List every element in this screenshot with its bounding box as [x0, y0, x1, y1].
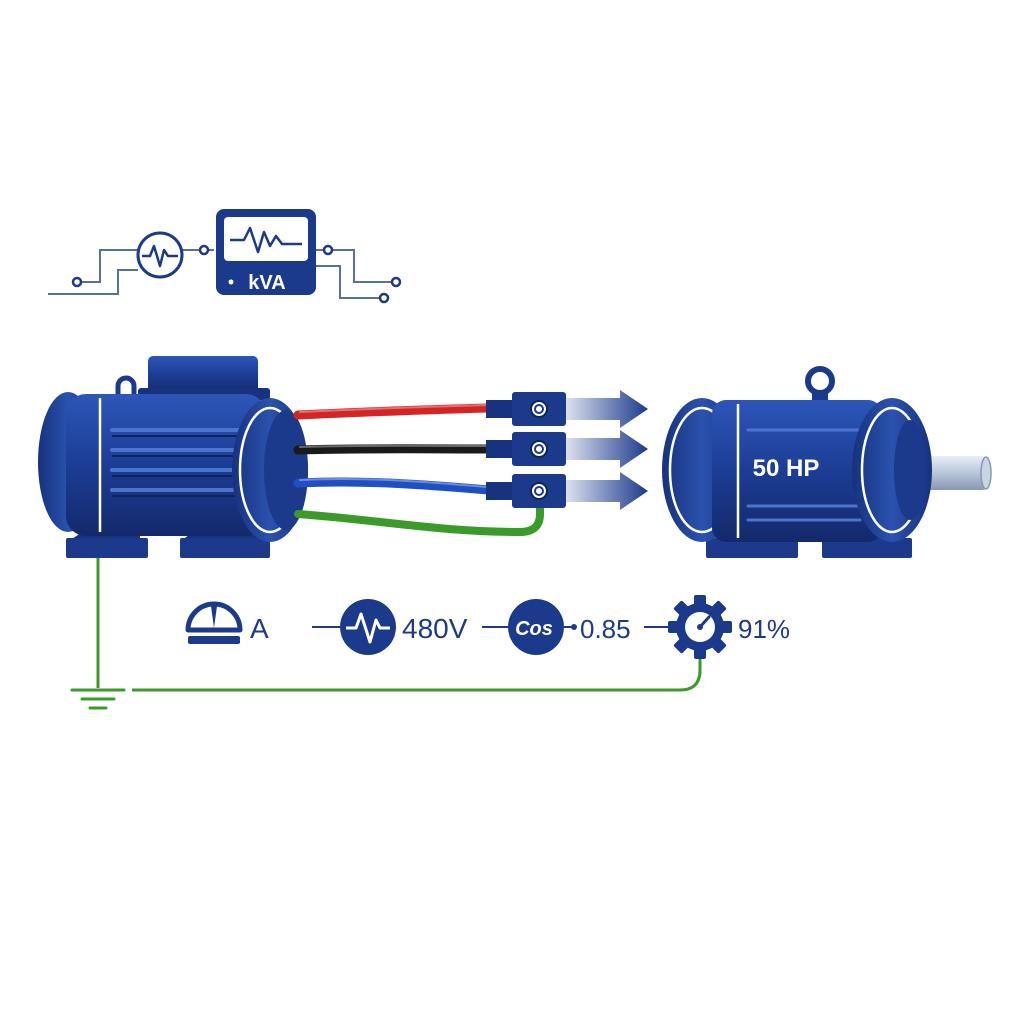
- terminal-block: [486, 474, 566, 508]
- right-motor: 50 HP: [662, 366, 992, 558]
- waveform-meter-icon: [230, 226, 302, 254]
- efficiency-value: 91%: [738, 614, 790, 644]
- arrow-right-icon: [566, 472, 648, 510]
- terminal-blocks: [486, 392, 566, 508]
- kva-meter: kVA: [216, 209, 316, 295]
- voltage-label: 480V: [402, 613, 468, 644]
- current-label: A: [250, 613, 269, 644]
- wire-red: [293, 403, 493, 420]
- three-phase-wires: [293, 403, 544, 537]
- gear-gauge-icon: [668, 595, 732, 659]
- ammeter-gauge-icon: [185, 601, 243, 644]
- power-factor-value: 0.85: [580, 614, 631, 644]
- power-factor-symbol: Cos: [515, 618, 553, 640]
- wire-black: [293, 444, 493, 455]
- terminal-block: [486, 432, 566, 466]
- ground-wiring: [96, 558, 702, 692]
- arrow-right-icon: [566, 390, 648, 428]
- ground-symbol-icon: [70, 688, 126, 710]
- wire-green-ground: [294, 504, 544, 537]
- cos-phi-icon: Cos: [508, 599, 564, 655]
- wire-blue: [293, 477, 493, 495]
- voltage-wave-icon: [340, 599, 396, 655]
- motor-rating-label: 50 HP: [753, 455, 820, 482]
- circuit-nodes: [71, 244, 402, 304]
- terminal-block: [486, 392, 566, 426]
- arrow-right-icon: [566, 430, 648, 468]
- ac-source-icon: [136, 231, 184, 279]
- circuit-traces: [48, 249, 392, 299]
- meter-unit-label: kVA: [248, 272, 285, 294]
- left-motor: [38, 356, 308, 558]
- power-flow-arrows: [566, 390, 648, 510]
